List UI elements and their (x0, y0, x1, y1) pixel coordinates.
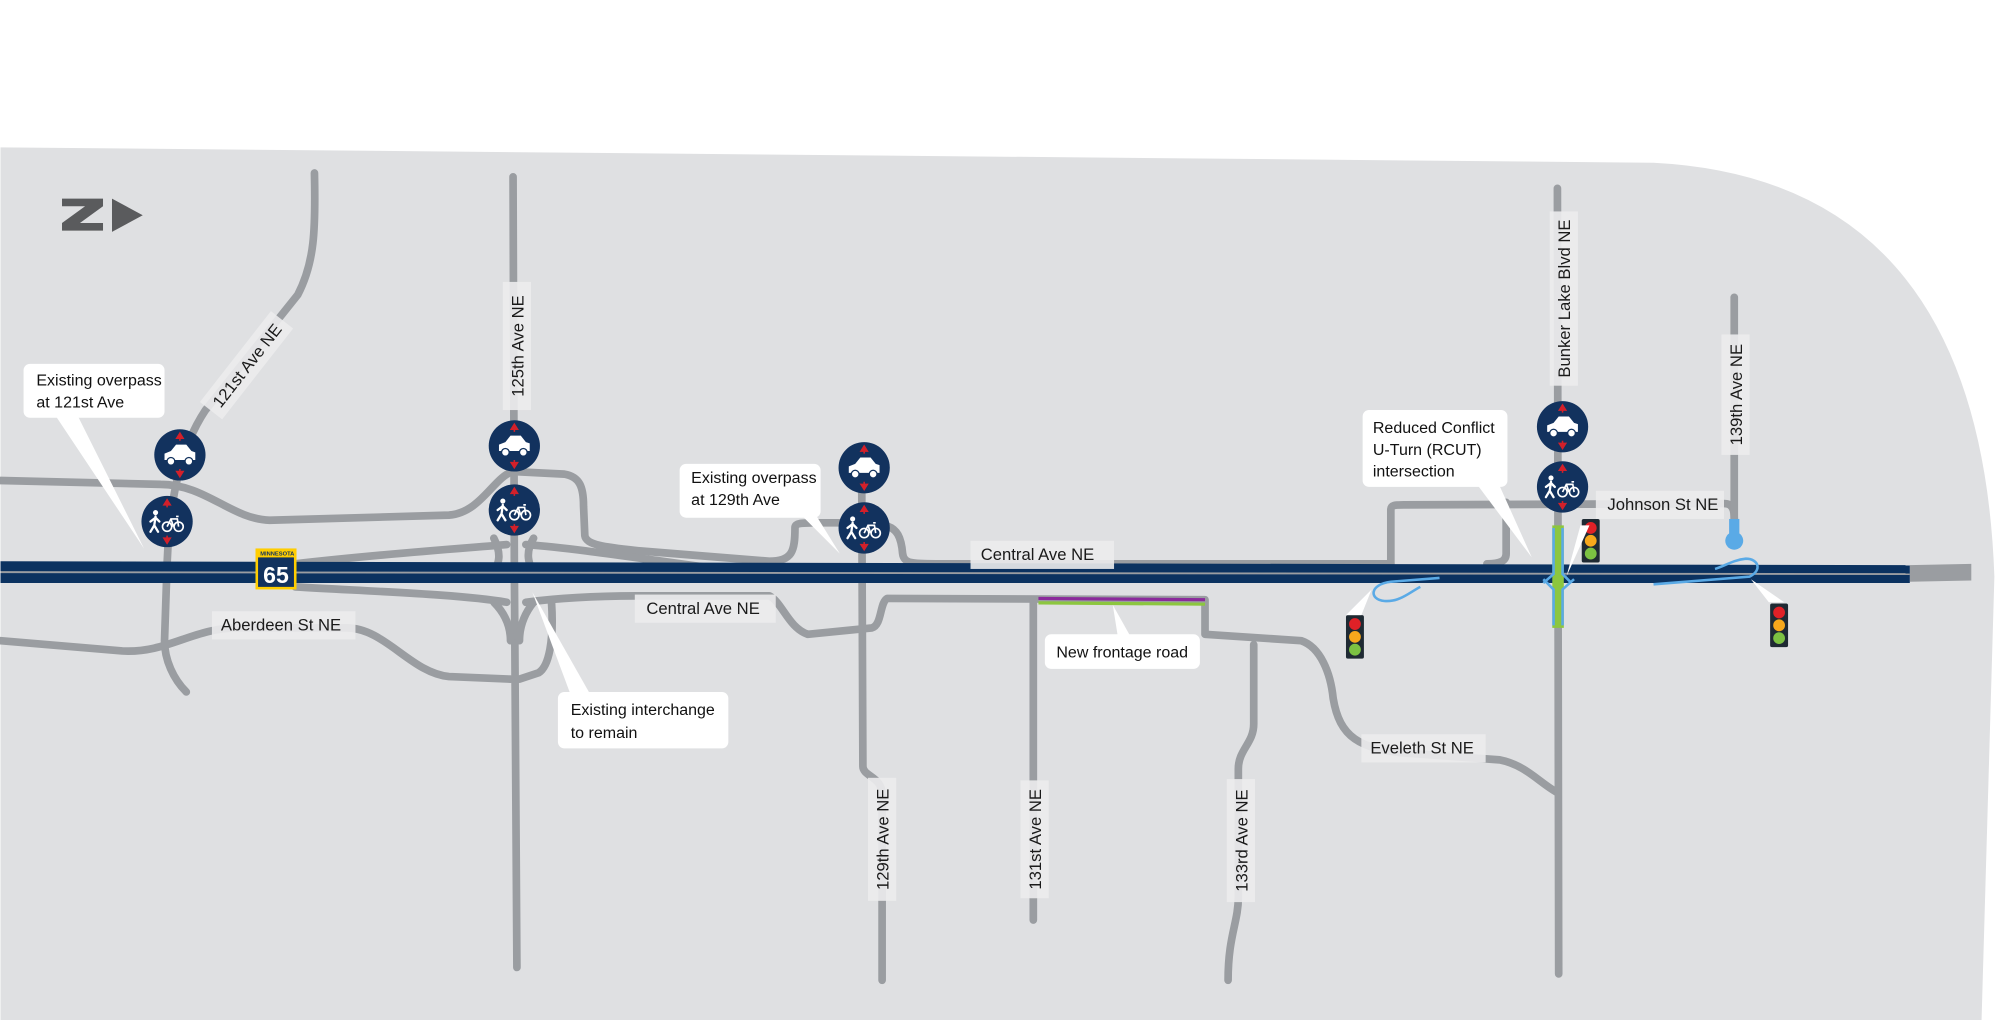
rcut-median (1552, 525, 1564, 628)
label-eveleth-st: Eveleth St NE (1370, 738, 1474, 757)
pedestrian-bike-crossing-icon (1535, 460, 1590, 514)
pedestrian-bike-crossing-icon (837, 501, 891, 555)
label-central-ave-south: Central Ave NE (646, 599, 759, 618)
svg-text:intersection: intersection (1373, 464, 1455, 481)
label-131st-ave: 131st Ave NE (1026, 789, 1045, 890)
cul-de-sac (1725, 518, 1744, 550)
car-crossing-icon (837, 441, 891, 495)
traffic-signal-icon (1345, 615, 1364, 659)
callout-overpass-129: Existing overpass at 129th Ave (679, 463, 840, 554)
north-arrow-icon (62, 198, 143, 232)
svg-text:Existing overpass: Existing overpass (691, 470, 816, 487)
label-133rd-ave: 133rd Ave NE (1232, 789, 1251, 891)
traffic-signal-icon (1770, 603, 1789, 648)
svg-text:at 121st Ave: at 121st Ave (36, 394, 124, 411)
shield-number: 65 (263, 562, 289, 588)
local-roads (0, 169, 1739, 985)
u-turn-paths (1372, 527, 1759, 626)
svg-text:New frontage road: New frontage road (1056, 644, 1188, 661)
car-crossing-icon (487, 419, 541, 473)
label-central-ave-north: Central Ave NE (981, 545, 1094, 564)
callout-overpass-121: Existing overpass at 121st Ave (23, 363, 165, 549)
label-bunker-lake-blvd: Bunker Lake Blvd NE (1555, 219, 1574, 377)
highway-shield: MINNESOTA 65 (255, 548, 297, 590)
label-aberdeen-st: Aberdeen St NE (221, 615, 341, 634)
pedestrian-bike-crossing-icon (140, 494, 194, 549)
shield-state: MINNESOTA (260, 551, 294, 557)
new-frontage-road (1038, 596, 1206, 606)
study-area-background (0, 147, 1995, 1020)
svg-text:U-Turn (RCUT): U-Turn (RCUT) (1373, 442, 1482, 459)
callout-rcut: Reduced Conflict U-Turn (RCUT) intersect… (1362, 410, 1532, 558)
label-johnson-st: Johnson St NE (1607, 495, 1718, 514)
svg-text:Existing interchange: Existing interchange (571, 702, 715, 719)
label-129th-ave: 129th Ave NE (874, 789, 893, 890)
svg-text:Reduced Conflict: Reduced Conflict (1373, 420, 1495, 437)
svg-text:at 129th Ave: at 129th Ave (691, 492, 780, 509)
pedestrian-bike-crossing-icon (487, 483, 542, 537)
svg-text:to remain: to remain (571, 725, 638, 742)
label-139th-ave: 139th Ave NE (1727, 344, 1746, 445)
label-125th-ave: 125th Ave NE (508, 295, 527, 396)
car-crossing-icon (153, 428, 207, 482)
car-crossing-icon (1536, 400, 1589, 454)
svg-text:Existing overpass: Existing overpass (36, 373, 161, 390)
